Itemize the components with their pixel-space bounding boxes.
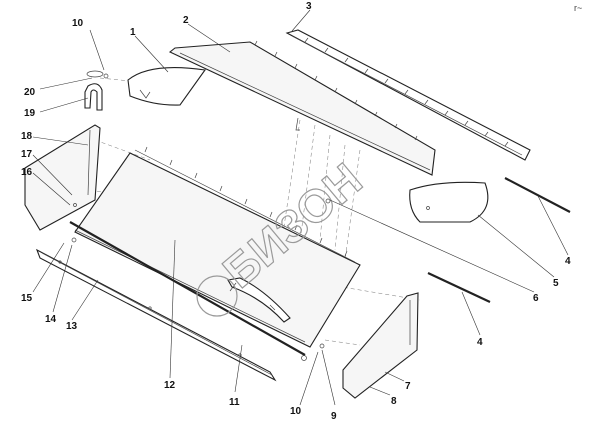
callout-7: 7 xyxy=(405,381,411,392)
part-2-upper-panel xyxy=(168,40,436,176)
callouts: 1 2 3 4 4 5 6 7 8 9 10 10 11 12 13 14 15… xyxy=(21,1,571,422)
hardware xyxy=(71,73,331,361)
callout-10-bottom: 10 xyxy=(290,406,302,417)
callout-15: 15 xyxy=(21,293,33,304)
part-1-deflector xyxy=(127,66,206,106)
part-3-top-strip xyxy=(285,29,531,161)
callout-8: 8 xyxy=(391,396,397,407)
callout-10-top: 10 xyxy=(72,18,84,29)
part-19-clamp xyxy=(84,70,104,111)
leader-lines xyxy=(32,9,569,406)
part-4-rod-upper xyxy=(504,177,571,213)
callout-4-lower: 4 xyxy=(477,337,483,348)
callout-6: 6 xyxy=(533,293,539,304)
part-4-rod-lower xyxy=(427,272,491,303)
part-12-main-panel xyxy=(74,146,361,348)
part-18-left-side-panel xyxy=(24,124,101,231)
callout-2: 2 xyxy=(183,15,189,26)
callout-14: 14 xyxy=(45,314,57,325)
callout-19: 19 xyxy=(24,108,36,119)
callout-17: 17 xyxy=(21,149,33,160)
callout-11: 11 xyxy=(229,397,240,408)
corner-mark: r~ xyxy=(574,3,582,13)
part-11-bracket xyxy=(227,277,291,323)
callout-18: 18 xyxy=(21,131,33,142)
callout-4-upper: 4 xyxy=(565,256,571,267)
callout-9: 9 xyxy=(331,411,337,422)
callout-5: 5 xyxy=(553,278,559,289)
callout-16: 16 xyxy=(21,167,33,178)
callout-20: 20 xyxy=(24,87,36,98)
callout-3: 3 xyxy=(306,1,312,12)
tie-rod xyxy=(69,221,306,356)
callout-12: 12 xyxy=(164,380,176,391)
part-8-right-side-panel xyxy=(342,292,419,399)
part-5-deflector xyxy=(409,181,489,223)
callout-1: 1 xyxy=(130,27,136,38)
callout-13: 13 xyxy=(66,321,78,332)
